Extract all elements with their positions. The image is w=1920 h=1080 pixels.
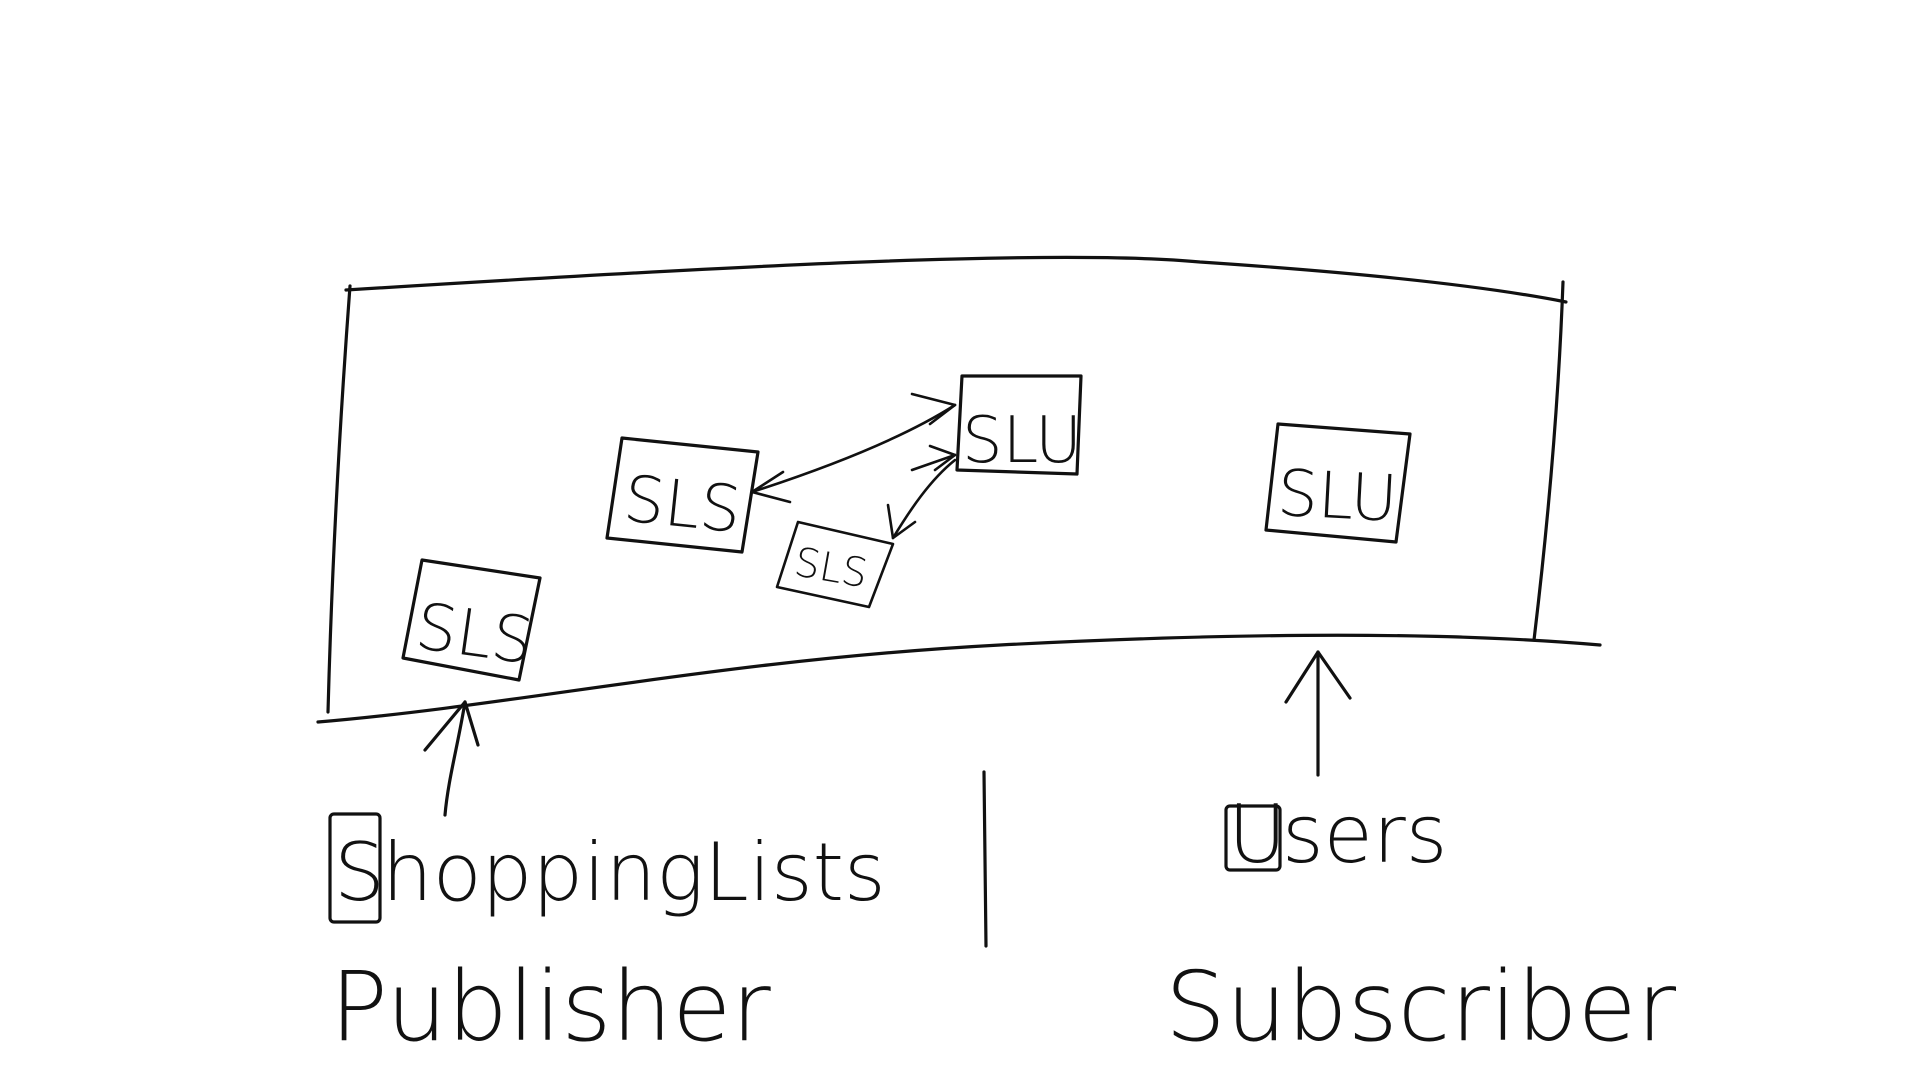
arrowhead-at-slu-top: [910, 392, 957, 426]
container-top-edge: [344, 255, 1568, 304]
subscribe-arrow: [1284, 650, 1352, 777]
topic-name: hoppingLists: [382, 826, 886, 919]
container-right-edge: [1532, 280, 1565, 642]
publish-arrow: [423, 700, 480, 817]
connections: [750, 392, 957, 540]
node-box: [1264, 422, 1412, 544]
role-subscriber: Subscriber: [1165, 951, 1677, 1063]
edge-slu-top-sls-small: [891, 458, 957, 540]
edge-sls-middle-slu-top: [750, 403, 957, 494]
node-box: [401, 558, 542, 682]
divider-line: [982, 770, 988, 948]
arrow-shaft: [443, 700, 467, 817]
node-label: SLS: [411, 590, 537, 680]
topic-initial: U: [1228, 788, 1287, 881]
edge-sls-small-slu-top: [910, 453, 957, 472]
node-box: [605, 436, 760, 554]
node-slu-right: SLU: [1264, 422, 1412, 544]
publisher-section: S hoppingLists Publisher: [328, 812, 886, 1063]
arrowhead: [1284, 650, 1352, 704]
topic-initial-box: [1224, 804, 1282, 872]
node-label: SLS: [620, 462, 744, 548]
node-sls-bottom: SLS: [401, 558, 542, 682]
node-slu-top: SLU: [955, 374, 1083, 478]
node-label: SLU: [962, 404, 1082, 478]
node-sls-middle: SLS: [605, 436, 760, 554]
node-box: [775, 520, 895, 609]
arrowhead: [423, 700, 480, 752]
container-left-edge: [326, 284, 352, 714]
role-publisher: Publisher: [330, 951, 771, 1063]
container-bottom-edge: [316, 633, 1602, 724]
node-label: SLU: [1276, 457, 1400, 537]
subscriber-section: U sers Subscriber: [1165, 788, 1677, 1063]
node-box: [955, 374, 1083, 476]
topic-name: sers: [1282, 788, 1447, 881]
arrowhead-at-slu-top-lower: [928, 444, 957, 472]
topic-initial: S: [334, 826, 385, 919]
arrowhead-at-sls-middle: [750, 470, 792, 504]
node-sls-small: SLS: [775, 520, 895, 609]
node-label: SLS: [791, 539, 871, 597]
container-band: [316, 255, 1602, 724]
arrowhead-at-sls-small: [886, 503, 917, 540]
topic-initial-box: [328, 812, 382, 924]
